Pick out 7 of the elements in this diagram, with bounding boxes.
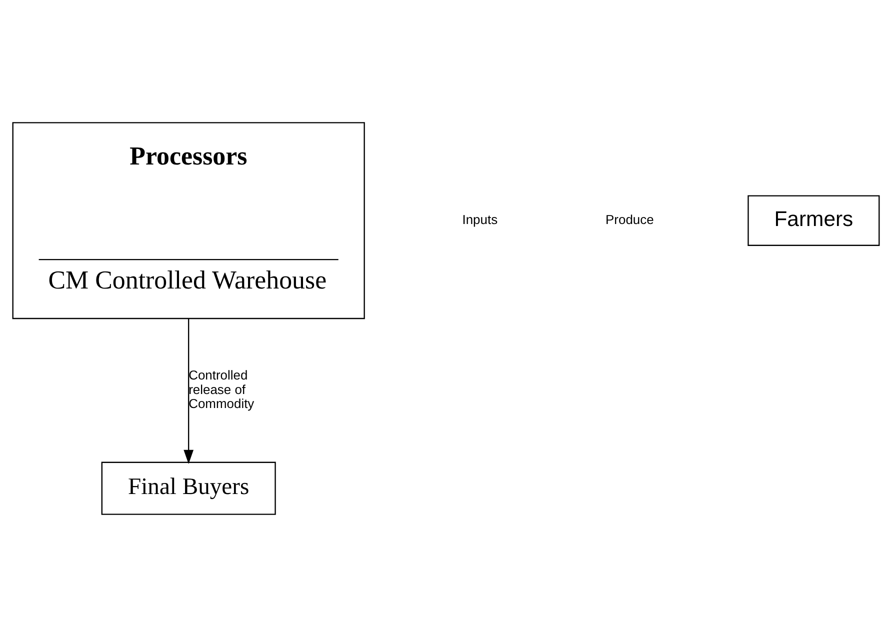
arrow <box>184 318 194 464</box>
label: Inputs <box>462 212 498 227</box>
edge-label: Controlled release of Commodity <box>188 368 254 411</box>
label: Produce <box>606 212 654 227</box>
node-box: Farmers <box>748 195 880 246</box>
node-box: Processors CM Controlled Warehouse <box>12 122 365 320</box>
node-box: Final Buyers <box>101 462 276 515</box>
